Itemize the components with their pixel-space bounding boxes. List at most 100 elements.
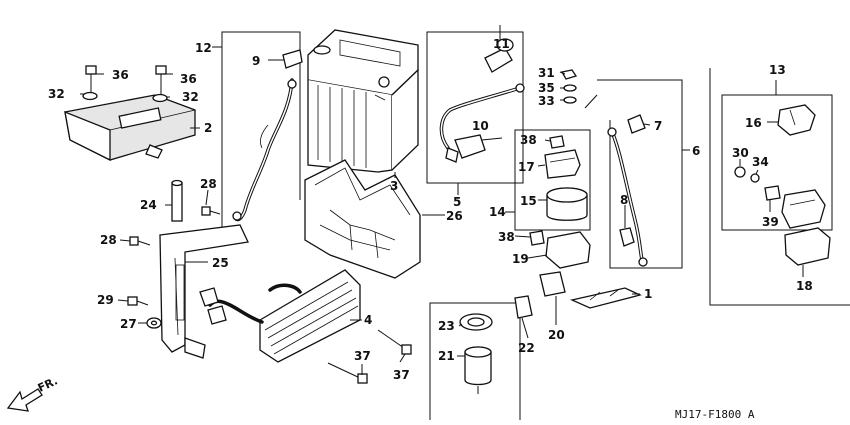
callout-22: 22 (518, 341, 535, 355)
washer-27 (146, 317, 162, 329)
callout-25: 25 (212, 256, 229, 270)
clip-38-lower (529, 230, 545, 246)
outer-right-frame (709, 68, 850, 306)
callout-2: 2 (204, 121, 212, 135)
cover-16 (777, 104, 816, 136)
clip-38-upper (549, 135, 565, 149)
callout-24: 24 (140, 198, 157, 212)
terminal-cover-7 (627, 114, 646, 134)
callout-5: 5 (453, 195, 461, 209)
callout-9: 9 (252, 54, 260, 68)
callout-15: 15 (520, 194, 537, 208)
callout-32-right: 32 (182, 90, 199, 104)
fuse-11 (484, 38, 514, 73)
callout-37-right: 37 (393, 368, 410, 382)
washer-34 (750, 173, 760, 183)
callout-1: 1 (644, 287, 652, 301)
callout-37-left: 37 (354, 349, 371, 363)
group-5-box (426, 31, 524, 195)
leader-lines (80, 25, 804, 375)
battery-3 (307, 29, 419, 173)
group-13-box (721, 80, 833, 231)
bolt-37-right (377, 329, 412, 355)
callout-36-right: 36 (180, 72, 197, 86)
relay-17 (544, 149, 581, 179)
connector-22 (514, 295, 533, 319)
callout-26: 26 (446, 209, 463, 223)
regulator-rectifier-4 (199, 269, 361, 363)
callout-7: 7 (654, 119, 662, 133)
bracket-1 (569, 287, 642, 309)
bolt-29 (127, 296, 149, 306)
callout-labels: 1 2 3 4 5 6 7 8 9 10 11 12 13 14 15 16 1… (48, 37, 813, 382)
terminal-cover-10 (445, 134, 486, 163)
battery-holder-26 (304, 159, 421, 279)
callout-28-upper: 28 (200, 177, 217, 191)
callout-3: 3 (390, 179, 398, 193)
callout-33: 33 (538, 94, 555, 108)
callout-31: 31 (538, 66, 555, 80)
callout-29: 29 (97, 293, 114, 307)
clip-39 (764, 185, 781, 201)
washer-32-right (152, 93, 168, 103)
front-direction-arrow: FR. (6, 374, 60, 412)
callout-38-upper: 38 (520, 133, 537, 147)
callout-10: 10 (472, 119, 489, 133)
bolt-28-upper (201, 206, 221, 216)
callout-27: 27 (120, 317, 137, 331)
callout-34: 34 (752, 155, 769, 169)
control-unit-2 (64, 94, 196, 162)
relay-21 (464, 346, 492, 394)
group-6-box (584, 79, 690, 269)
terminal-8 (619, 227, 635, 247)
front-direction-label: FR. (36, 374, 60, 394)
callout-35: 35 (538, 81, 555, 95)
callout-16: 16 (745, 116, 762, 130)
callout-13: 13 (769, 63, 786, 77)
cable-12 (232, 78, 297, 222)
rubber-cover-18 (784, 227, 831, 266)
washer-33 (563, 96, 577, 104)
callout-6: 6 (692, 144, 700, 158)
diagram-code: MJ17-F1800 A (675, 408, 755, 421)
callout-23: 23 (438, 319, 455, 333)
bolt-36-left (85, 65, 97, 92)
cable-6 (607, 127, 648, 267)
callout-4: 4 (364, 313, 372, 327)
nut-31 (560, 69, 578, 80)
bolt-28-lower (129, 236, 151, 246)
bolt-36-right (155, 65, 167, 94)
callout-36-left: 36 (112, 68, 129, 82)
relay-19 (545, 231, 591, 269)
group-21-23-box (429, 302, 521, 420)
collar-24 (171, 179, 183, 222)
starter-relay-group-13 (781, 189, 826, 229)
washer-32-left (82, 91, 98, 101)
callout-12: 12 (195, 41, 212, 55)
callout-28-lower: 28 (100, 233, 117, 247)
rubber-23 (459, 313, 493, 331)
callout-38-lower: 38 (498, 230, 515, 244)
battery-cable-5 (439, 83, 525, 150)
relay-20 (539, 271, 566, 297)
callout-17: 17 (518, 160, 535, 174)
group-14-box (505, 129, 591, 231)
callout-8: 8 (620, 193, 628, 207)
callout-18: 18 (796, 279, 813, 293)
callout-30: 30 (732, 146, 749, 160)
callout-11: 11 (493, 37, 510, 51)
bolt-37-left (327, 362, 368, 384)
callout-39: 39 (762, 215, 779, 229)
washer-35 (563, 84, 577, 92)
callout-20: 20 (548, 328, 565, 342)
callout-21: 21 (438, 349, 455, 363)
callout-14: 14 (489, 205, 506, 219)
terminal-cover-9 (282, 49, 303, 69)
group-12-box (212, 31, 301, 235)
callout-19: 19 (512, 252, 529, 266)
nut-30 (734, 166, 746, 178)
callout-32-left: 32 (48, 87, 65, 101)
relay-15 (546, 187, 588, 221)
bracket-25 (159, 224, 249, 359)
